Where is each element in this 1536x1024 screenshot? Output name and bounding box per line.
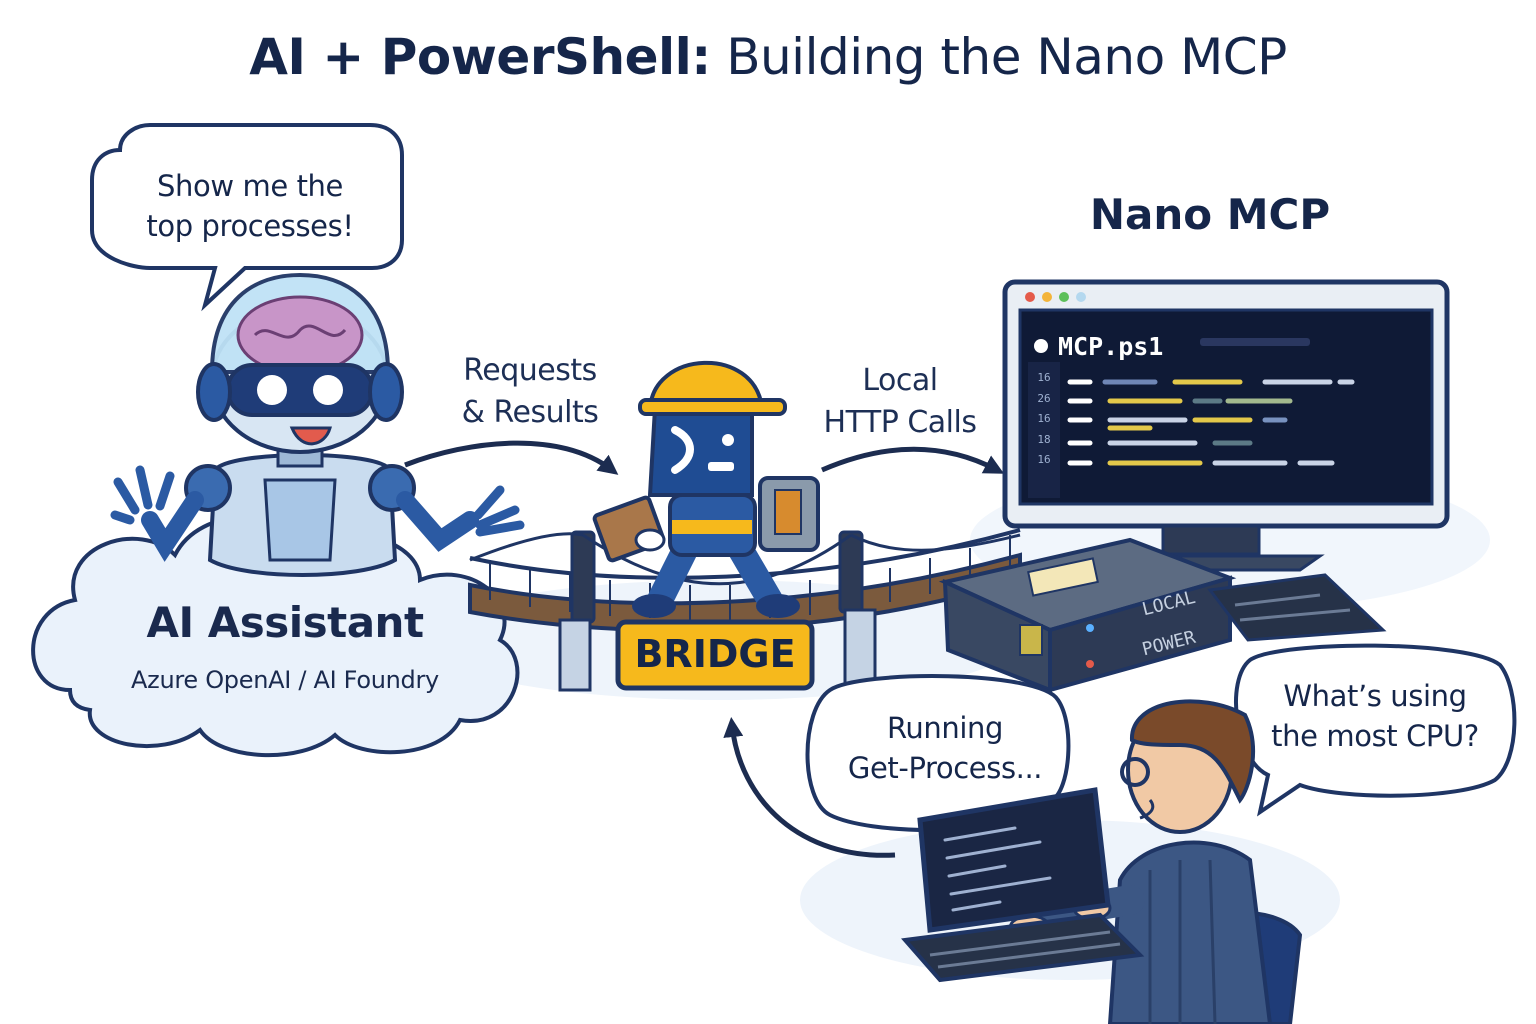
powershell-worker-figure [592, 360, 820, 618]
question-speech-text: What’s using the most CPU? [1240, 676, 1510, 756]
bridge-sign-label: BRIDGE [634, 632, 796, 676]
local-server-box [938, 537, 1387, 693]
requests-line-1: Requests [463, 353, 597, 388]
running-line-1: Running [886, 711, 1004, 745]
assistant-speech-line-1: Show me the [157, 169, 343, 203]
assistant-speech-bubble [90, 123, 404, 312]
ai-robot-figure [110, 272, 525, 577]
running-line-2: Get-Process... [847, 751, 1043, 785]
title-rest: Building the Nano MCP [726, 28, 1287, 86]
line-number: 16 [1037, 453, 1051, 466]
assistant-speech-text: Show me the top processes! [100, 166, 400, 246]
line-number: 26 [1037, 391, 1051, 405]
terminal-filename: MCP.ps1 [1058, 332, 1164, 361]
assistant-subtitle: Azure OpenAI / AI Foundry [131, 666, 439, 694]
local-http-line-2: HTTP Calls [823, 405, 977, 440]
page-title: AI + PowerShell: Building the Nano MCP [0, 28, 1536, 86]
local-http-label: Local HTTP Calls [800, 360, 1000, 444]
line-number: 16 [1037, 412, 1051, 425]
bridge-structure [468, 528, 1022, 692]
line-number: 16 [1037, 371, 1051, 384]
assistant-speech-line-2: top processes! [146, 209, 354, 243]
developer-figure [901, 699, 1303, 1024]
requests-line-2: & Results [461, 395, 599, 430]
requests-results-label: Requests & Results [430, 350, 630, 434]
arrows [404, 440, 1005, 858]
monitor [1002, 279, 1450, 572]
line-number: 18 [1037, 432, 1051, 446]
running-speech-text: Running Get-Process... [830, 708, 1060, 788]
question-line-2: the most CPU? [1271, 719, 1479, 753]
question-line-1: What’s using [1283, 679, 1467, 713]
assistant-name: AI Assistant [146, 598, 424, 647]
nano-mcp-title: Nano MCP [1089, 190, 1331, 239]
title-bold: AI + PowerShell: [249, 28, 711, 86]
terminal-line-numbers: 16 26 16 18 16 [1031, 368, 1057, 471]
local-http-line-1: Local [862, 363, 938, 398]
